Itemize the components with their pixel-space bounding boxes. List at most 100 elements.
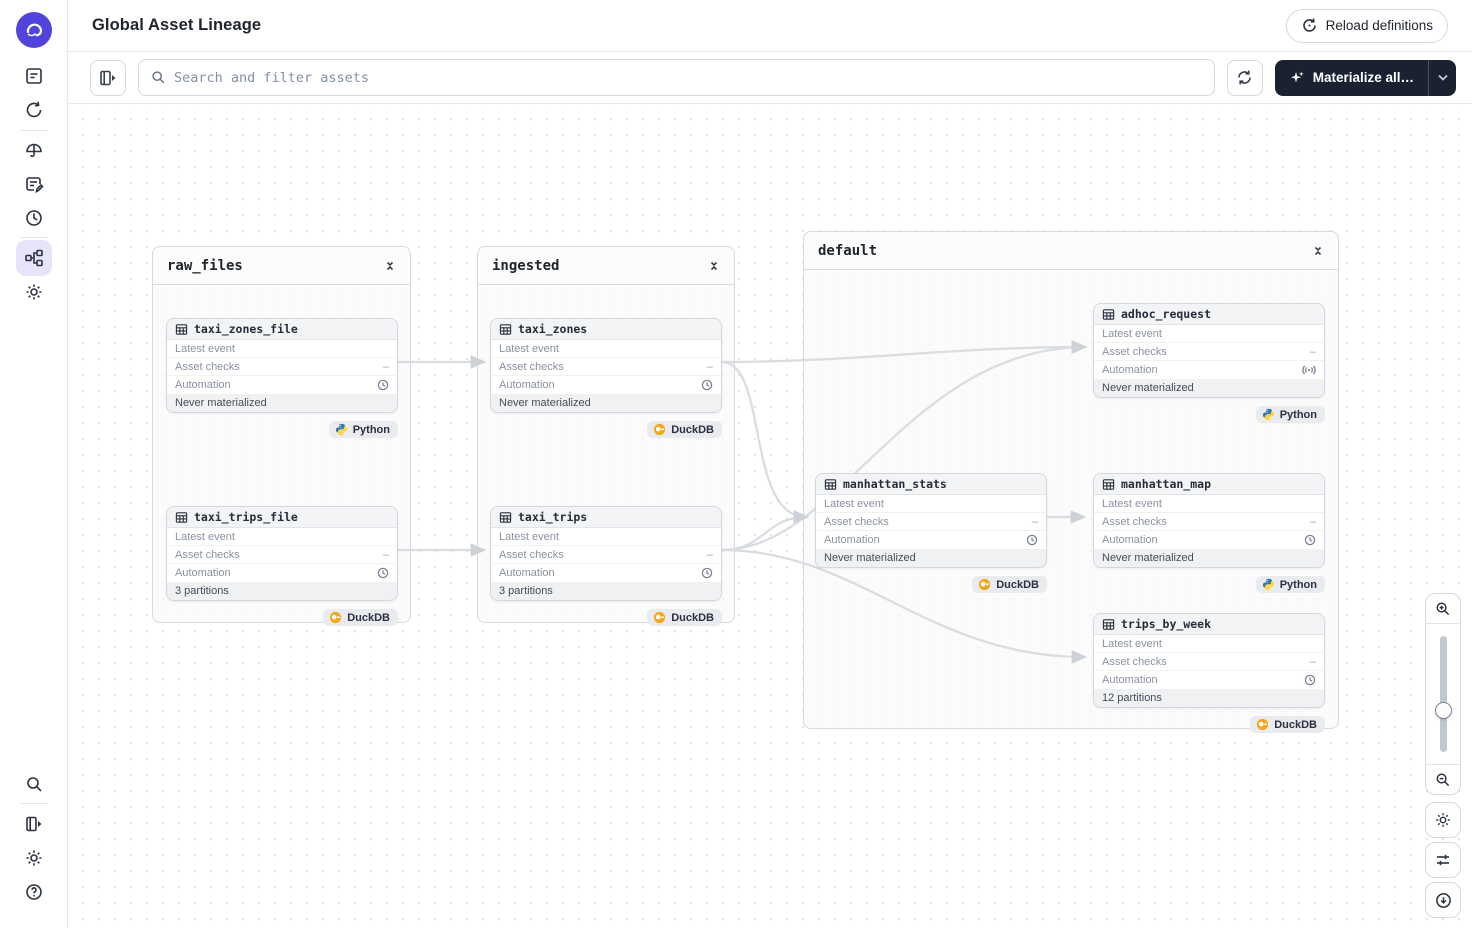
help-icon[interactable] [16,874,52,910]
clock-icon [377,379,389,391]
latest-event-row: Latest event [167,340,397,358]
panel-expand-icon[interactable] [16,806,52,842]
asset-name: manhattan_map [1121,477,1212,491]
asset-checks-row: Asset checks– [491,546,721,564]
sidebar-divider [20,130,48,131]
clock-icon [377,567,389,579]
asset-checks-row: Asset checks– [816,513,1046,531]
table-icon [175,511,188,524]
refresh-button[interactable] [1226,59,1263,96]
asset-card[interactable]: taxi_trips Latest event Asset checks– Au… [490,506,722,601]
kind-badge[interactable]: DuckDB [972,576,1047,593]
settings-icon[interactable] [16,274,52,310]
asset-catalog-icon[interactable] [16,58,52,94]
gear-icon [1436,813,1450,827]
clock-icon [1026,534,1038,546]
latest-event-row: Latest event [491,528,721,546]
document-edit-icon[interactable] [16,167,52,203]
asset-name: manhattan_stats [843,477,947,491]
asset-card[interactable]: taxi_zones Latest event Asset checks– Au… [490,318,722,413]
kind-badge[interactable]: DuckDB [1250,716,1325,733]
latest-event-row: Latest event [1094,325,1324,343]
asset-card[interactable]: manhattan_map Latest event Asset checks–… [1093,473,1325,568]
kind-badge[interactable]: Python [1255,406,1325,423]
clock-icon [701,567,713,579]
materialization-status: Never materialized [491,394,721,412]
lineage-toolbar: Materialize all… [68,52,1472,104]
schedules-icon[interactable] [16,200,52,236]
deployment-icon[interactable] [16,132,52,168]
kind-badge[interactable]: DuckDB [647,609,722,626]
python-icon [1262,408,1275,421]
zoom-control-panel [1425,593,1461,795]
kind-badge[interactable]: Python [328,421,398,438]
asset-card[interactable]: taxi_trips_file Latest event Asset check… [166,506,398,601]
asset-node-taxi-zones-file: taxi_zones_file Latest event Asset check… [166,318,398,438]
zoom-out-button[interactable] [1426,764,1460,794]
materialize-all-split-button: Materialize all… [1274,59,1456,96]
zoom-out-icon [1436,773,1450,786]
asset-checks-row: Asset checks– [491,358,721,376]
materialize-all-button[interactable]: Materialize all… [1275,60,1428,96]
search-icon[interactable] [16,766,52,802]
download-circle-icon [1435,892,1451,908]
kind-badge[interactable]: Python [1255,576,1325,593]
sensor-icon [1302,365,1316,375]
asset-node-trips-by-week: trips_by_week Latest event Asset checks–… [1093,613,1325,733]
duckdb-icon [978,578,991,591]
graph-settings-button[interactable] [1425,802,1461,838]
group-title: ingested [492,257,560,274]
recenter-button[interactable] [1425,882,1461,918]
asset-checks-row: Asset checks– [1094,653,1324,671]
lineage-icon[interactable] [16,240,52,276]
table-icon [1102,618,1115,631]
duckdb-icon [653,423,666,436]
asset-card[interactable]: adhoc_request Latest event Asset checks–… [1093,303,1325,398]
kind-badge[interactable]: DuckDB [647,421,722,438]
settings-icon[interactable] [16,840,52,876]
zoom-slider[interactable] [1426,624,1460,764]
automation-row: Automation [167,564,397,582]
search-icon [152,71,165,84]
materialization-status: Never materialized [1094,549,1324,567]
filter-settings-button[interactable] [1425,842,1461,878]
dagster-logo[interactable] [16,12,52,48]
asset-card[interactable]: taxi_zones_file Latest event Asset check… [166,318,398,413]
zoom-slider-track [1440,636,1447,752]
sidebar-divider [20,803,48,804]
search-input[interactable] [174,69,1202,86]
asset-name: taxi_zones_file [194,322,298,336]
table-icon [175,323,188,336]
open-sidebar-panel-button[interactable] [90,59,126,96]
zoom-in-icon [1436,602,1450,615]
materialization-status: Never materialized [167,394,397,412]
materialize-all-label: Materialize all… [1312,70,1414,85]
asset-name: taxi_zones [518,322,588,336]
automation-row: Automation [491,376,721,394]
partitions-status: 3 partitions [491,582,721,600]
materialize-dropdown-button[interactable] [1428,59,1456,96]
zoom-slider-thumb[interactable] [1435,702,1452,719]
zoom-in-button[interactable] [1426,594,1460,624]
python-icon [335,423,348,436]
asset-node-taxi-trips: taxi_trips Latest event Asset checks– Au… [490,506,722,626]
chevron-down-icon [1437,74,1448,81]
reload-definitions-button[interactable]: Reload definitions [1285,8,1448,43]
asset-node-taxi-trips-file: taxi_trips_file Latest event Asset check… [166,506,398,626]
runs-icon[interactable] [16,92,52,128]
asset-name: adhoc_request [1121,307,1212,321]
latest-event-row: Latest event [167,528,397,546]
asset-checks-row: Asset checks– [1094,513,1324,531]
clock-icon [1304,674,1316,686]
sidebar-divider [20,237,48,238]
materialization-status: Never materialized [816,549,1046,567]
asset-node-adhoc-request: adhoc_request Latest event Asset checks–… [1093,303,1325,423]
sparkle-icon [1290,71,1304,82]
lineage-canvas[interactable]: raw_files ingested default [68,104,1472,928]
group-title: raw_files [167,257,243,274]
kind-badge[interactable]: DuckDB [323,609,398,626]
asset-card[interactable]: manhattan_stats Latest event Asset check… [815,473,1047,568]
automation-row: Automation [1094,671,1324,689]
asset-card[interactable]: trips_by_week Latest event Asset checks–… [1093,613,1325,708]
